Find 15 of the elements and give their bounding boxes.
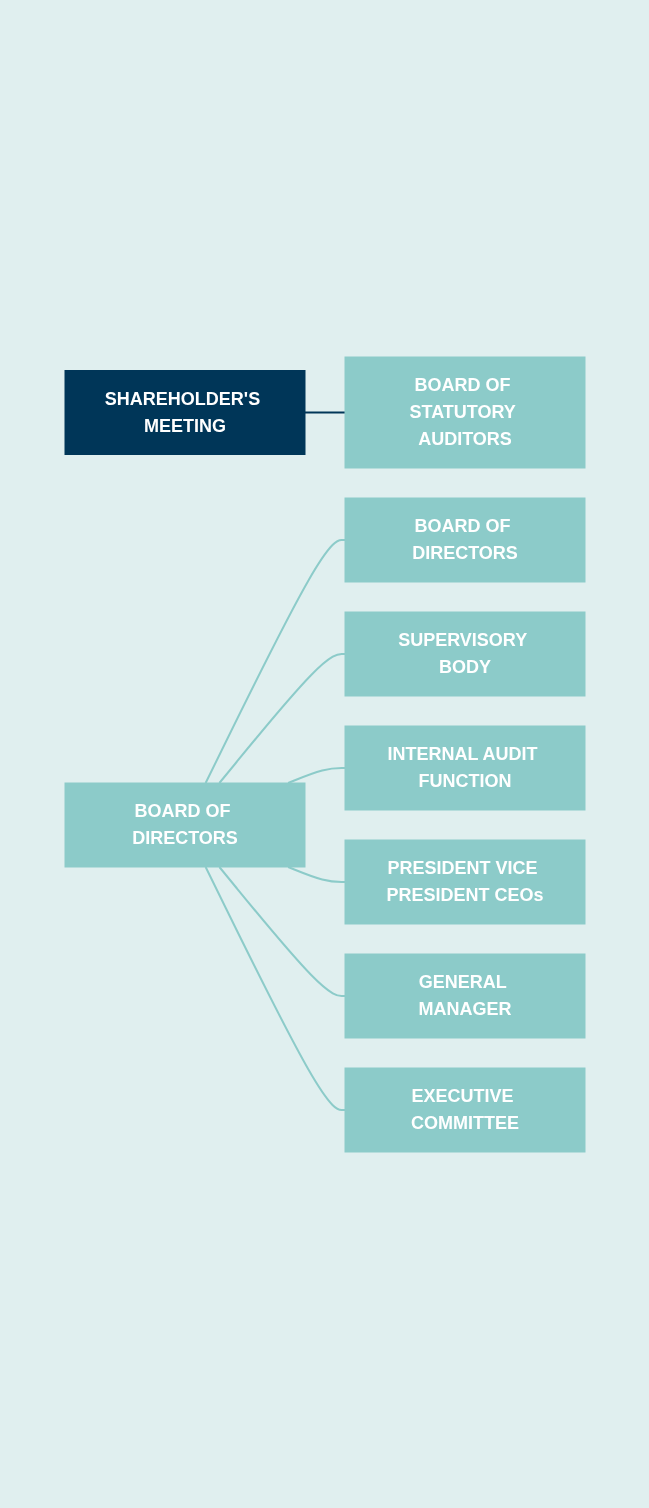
connector [286, 865, 346, 883]
connector [204, 538, 346, 784]
node-box: GENERAL MANAGER [344, 953, 585, 1038]
node-box: SHAREHOLDER'S MEETING [64, 369, 305, 455]
connector [217, 865, 346, 997]
node-box: EXECUTIVE COMMITTEE [344, 1067, 585, 1152]
node-box: PRESIDENT VICE PRESIDENT CEOs [344, 839, 585, 924]
connector [204, 865, 346, 1111]
node-box: BOARD OF STATUTORY AUDITORS [344, 356, 585, 468]
node-box: BOARD OF DIRECTORS [64, 782, 305, 867]
node-box: SUPERVISORY BODY [344, 611, 585, 696]
node-box: BOARD OF DIRECTORS [344, 497, 585, 582]
connector [217, 652, 346, 784]
node-box: INTERNAL AUDIT FUNCTION [344, 725, 585, 810]
connector [303, 411, 346, 413]
